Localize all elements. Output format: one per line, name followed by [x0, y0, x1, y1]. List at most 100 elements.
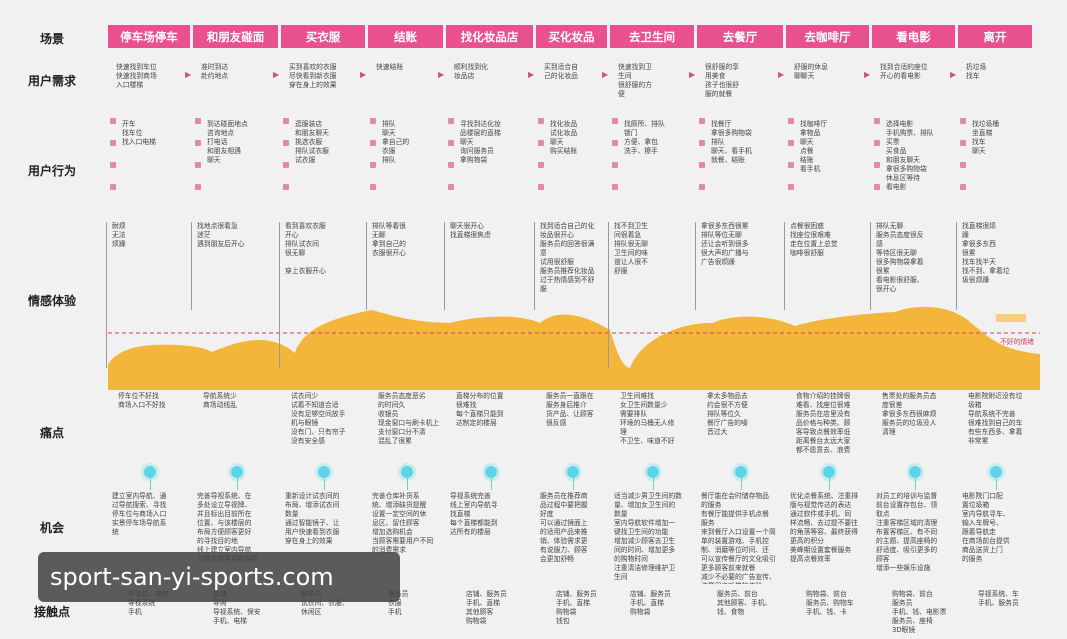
- pain-text: 售票处的服务员态 度很差 拿很多东西很麻烦 服务员的垃圾没人 清理: [882, 392, 937, 436]
- stage-header[interactable]: 结账: [368, 25, 445, 48]
- row-label-behavior: 用户行为: [27, 164, 76, 178]
- opportunity-dot[interactable]: [318, 466, 330, 478]
- behavior-text: 到达碰面地点 咨询地点 打电话 和朋友相遇 聊天: [207, 120, 248, 164]
- opportunity-dot[interactable]: [822, 466, 835, 478]
- opportunity-dot[interactable]: [647, 466, 659, 478]
- behavior-icon: [283, 184, 289, 190]
- opportunity-dot[interactable]: [990, 466, 1002, 478]
- behavior-icon: [448, 118, 454, 124]
- emotion-text: 看到喜欢衣服 开心 排队试衣间 很无聊 穿上衣服开心: [285, 222, 326, 275]
- stage-header[interactable]: 和朋友碰面: [193, 25, 280, 48]
- stage-header[interactable]: 去餐厅: [697, 25, 785, 48]
- behavior-icon: [960, 140, 966, 146]
- opportunity-text: 重新设计试衣间的 布局、增添试衣间 数量 通过智能镜子、让 用户快速看到衣服 穿…: [285, 492, 340, 545]
- row-label-need: 用户需求: [27, 74, 76, 88]
- opportunity-dot[interactable]: [908, 466, 921, 478]
- emotion-text: 排队等着很 无聊 拿到自己的 衣服很开心: [372, 222, 406, 257]
- touchpoint-text: 导视系统、车 手机、服务员: [978, 590, 1019, 607]
- flow-arrow-icon: ▶: [689, 70, 696, 79]
- pain-text: 电影院附近没有垃 圾箱 导航系统不完善 很难找到自己的车 有些东西多、拿着 非常…: [968, 392, 1023, 445]
- behavior-icon: [699, 118, 705, 124]
- behavior-icons: [538, 118, 546, 190]
- emotion-text: 排队无聊 服务员态度很反 感 等待区很无聊 很多购物袋拿着 很累 看电影很舒服、…: [876, 222, 924, 293]
- behavior-icon: [788, 140, 794, 146]
- opportunity-stem: [741, 474, 742, 490]
- stage-header[interactable]: 去咖啡厅: [786, 25, 871, 48]
- flow-arrow-icon: ▶: [273, 70, 280, 79]
- touchpoint-text: 店铺、服务员 手机、直梯 其他顾客 购物袋: [466, 590, 507, 625]
- behavior-icon: [195, 184, 201, 190]
- opportunity-dot[interactable]: [230, 466, 243, 478]
- opportunity-text: 电影院门口配 置垃圾箱 室内导航寻车、 输入车牌号、 跟着导航走 在商场前台提供…: [962, 492, 1010, 563]
- opportunity-dot[interactable]: [735, 466, 747, 478]
- opportunity-text: 服务员在推荐商 品过程中要把握 好度 可以通过镜面上 的适用产品来推 销、体验需…: [540, 492, 588, 563]
- behavior-text: 逛服装店 和朋友聊天 挑选衣服 排队试衣服 试衣服: [295, 120, 329, 164]
- touchpoint-text: 购物袋、前台 服务员、购物车 手机、钱、卡: [806, 590, 854, 616]
- behavior-icons: [195, 118, 203, 190]
- behavior-icon: [283, 140, 289, 146]
- stage-header[interactable]: 找化妆品店: [446, 25, 535, 48]
- behavior-icon: [370, 118, 376, 124]
- opportunity-dot[interactable]: [144, 466, 156, 478]
- behavior-icon: [110, 140, 116, 146]
- behavior-text: 找化妆品 试化妆品 聊天 购买结账: [550, 120, 578, 155]
- column-divider: [106, 222, 107, 368]
- opportunity-text: 适当减少男卫生间的数 量、增加女卫生间的 数量 室内导航软件增加一 键找卫生间的…: [614, 492, 682, 581]
- behavior-icon: [788, 184, 794, 190]
- behavior-icon: [283, 162, 289, 168]
- stage-header[interactable]: 买化妆品: [536, 25, 609, 48]
- emotion-legend-swatch: [996, 314, 1026, 322]
- flow-arrow-icon: ▶: [864, 70, 871, 79]
- pain-text: 拿太多物品去 约会很不方便 排队等位久 餐厅广告的噪 音过大: [707, 392, 748, 436]
- behavior-icon: [699, 140, 705, 146]
- column-divider: [279, 222, 280, 368]
- behavior-icons: [448, 118, 456, 190]
- touchpoint-text: 店铺、服务员 手机、直梯 购物袋: [630, 590, 671, 616]
- behavior-icon: [110, 162, 116, 168]
- behavior-icon: [538, 118, 544, 124]
- behavior-text: 找垃圾桶 坐直梯 找车 聊天: [972, 120, 1000, 155]
- column-divider: [695, 222, 696, 310]
- row-label-emotion: 情感体验: [27, 294, 76, 308]
- pain-text: 食物介绍的挂牌很 难看、找座位很难 服务员在店里没有 品价格与种类、顾 客导致点…: [796, 392, 851, 454]
- opportunity-dot[interactable]: [484, 466, 497, 478]
- opportunity-stem: [572, 474, 574, 490]
- emotion-text: 聊天很开心 找直梯很焦虑: [450, 222, 491, 239]
- behavior-icon: [612, 162, 618, 168]
- column-divider: [366, 222, 367, 310]
- opportunity-stem: [236, 474, 238, 490]
- behavior-text: 寻找到达化妆 品楼层的直梯 聊天 询问服务员 拿购物袋: [460, 120, 501, 164]
- column-divider: [444, 222, 445, 310]
- behavior-icon: [448, 140, 454, 146]
- row-label-touchpoint: 接触点: [33, 605, 70, 619]
- need-text: 舒服的休息 聊聊天: [794, 63, 828, 80]
- touchpoint-text: 服务员、前台 其他顾客、手机、 钱、食物: [717, 590, 772, 616]
- opportunity-stem: [914, 474, 916, 490]
- behavior-icon: [874, 162, 880, 168]
- stage-header[interactable]: 看电影: [872, 25, 957, 48]
- stage-header[interactable]: 买衣服: [281, 25, 367, 48]
- behavior-icon: [538, 184, 544, 190]
- opportunity-text: 对员工的培训与监督 前台设置存包台、领 取点 注重客梯区域的清理 布置客梯区、有…: [876, 492, 938, 572]
- stage-header[interactable]: 停车场停车: [108, 25, 192, 48]
- behavior-icon: [195, 118, 201, 124]
- behavior-icons: [960, 118, 968, 190]
- need-text: 快速结账: [376, 63, 404, 71]
- flow-arrow-icon: ▶: [528, 70, 535, 79]
- behavior-icons: [788, 118, 796, 190]
- need-text: 买到喜欢的衣服 尽快看到新衣服 穿在身上的效果: [289, 63, 337, 89]
- stage-header[interactable]: 去卫生间: [610, 25, 696, 48]
- stage-header[interactable]: 离开: [958, 25, 1034, 48]
- behavior-icon: [699, 162, 705, 168]
- emotion-text: 找直梯很烦 躁 拿很多东西 很累 找车找半天 找不到、拿着垃 圾很烦躁: [962, 222, 1010, 284]
- opportunity-text: 建立室内导航、通 过导航搜索、寻找 停车位与商场入口 实景停车场导航系 统: [112, 492, 167, 536]
- pain-text: 停车位不好找 商场入口不好找: [118, 392, 166, 409]
- behavior-icon: [283, 118, 289, 124]
- opportunity-dot[interactable]: [566, 466, 579, 478]
- opportunity-dot[interactable]: [400, 466, 413, 478]
- touchpoint-text: 购物袋、前台 服务员 手机、钱、电影票 服务员、座椅 3D眼镜: [892, 590, 947, 634]
- behavior-icon: [960, 162, 966, 168]
- row-label-opportunity: 机会: [39, 521, 64, 535]
- need-text: 找到合适的座位 开心的看电影: [880, 63, 928, 80]
